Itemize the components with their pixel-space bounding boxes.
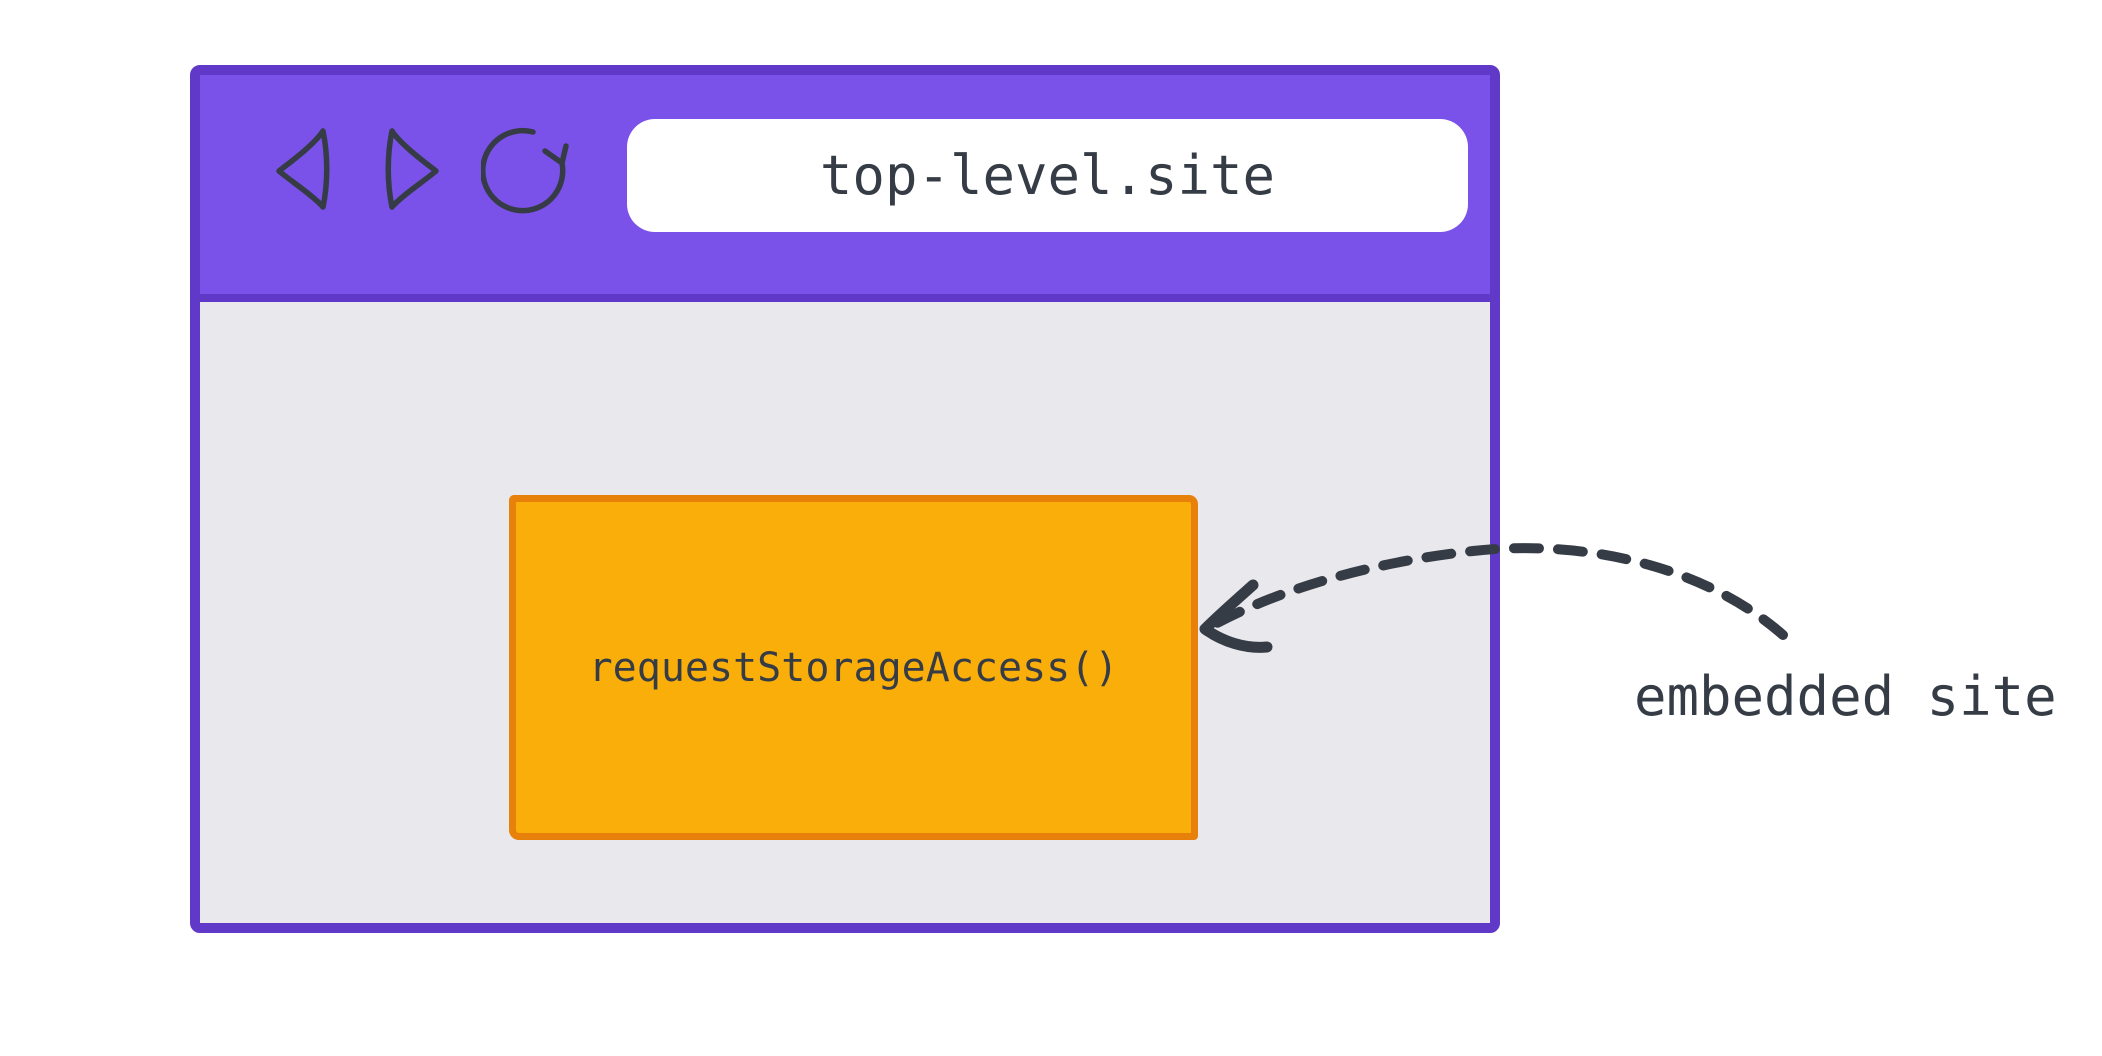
embedded-frame-label: requestStorageAccess() bbox=[588, 644, 1119, 691]
browser-window: top-level.site requestStorageAccess() bbox=[190, 65, 1500, 933]
back-button[interactable] bbox=[273, 126, 331, 212]
page-content: requestStorageAccess() bbox=[200, 302, 1490, 923]
refresh-button[interactable] bbox=[481, 124, 575, 218]
annotation-label: embedded site bbox=[1634, 665, 2057, 728]
embedded-frame: requestStorageAccess() bbox=[509, 495, 1198, 840]
refresh-icon bbox=[481, 127, 569, 214]
address-bar[interactable]: top-level.site bbox=[627, 119, 1468, 232]
back-icon bbox=[276, 128, 330, 210]
forward-button[interactable] bbox=[384, 126, 442, 212]
browser-toolbar: top-level.site bbox=[200, 75, 1490, 302]
address-bar-url: top-level.site bbox=[819, 144, 1276, 207]
forward-icon bbox=[385, 128, 439, 210]
